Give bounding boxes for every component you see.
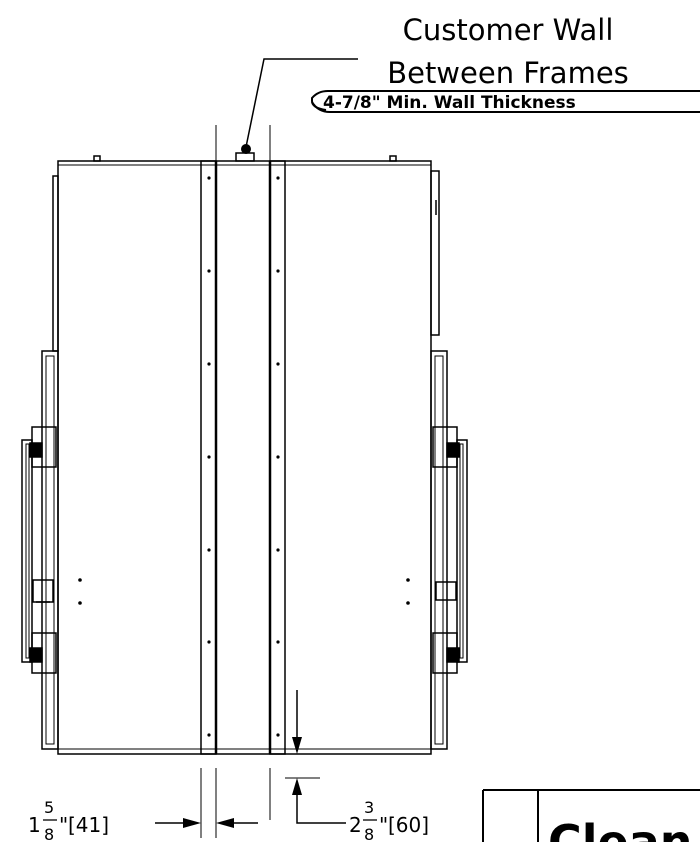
callout-wall-label: Customer Wall Between Frames 4-7/8" Min.…	[241, 13, 700, 154]
cabinet-assembly	[21, 152, 468, 755]
dim-left-denominator: 8	[44, 825, 54, 842]
dim-right-unit: "	[379, 813, 388, 837]
leader-dot	[241, 144, 251, 154]
wall-extension-lines	[215, 125, 271, 161]
right-side-panel	[430, 170, 440, 336]
cabinet-body	[57, 160, 432, 755]
left-door-hinge-rail	[41, 350, 59, 750]
wall-top-tab	[235, 152, 255, 162]
dim-left-unit: "	[59, 813, 68, 837]
dim-left-whole: 1	[28, 813, 41, 837]
left-handle-inner	[25, 443, 30, 659]
right-hinge-bottom-knuckle	[446, 647, 460, 663]
dim-right-whole: 2	[349, 813, 362, 837]
fastener-dots	[78, 176, 410, 737]
title-block: Clean	[482, 789, 700, 847]
left-hinge-bottom-knuckle	[29, 647, 43, 663]
callout-line-1: Customer Wall	[403, 13, 614, 47]
right-hinge-top-knuckle	[446, 442, 460, 458]
top-tab	[93, 155, 101, 162]
dimension-left: 1 5 8 " [41]	[28, 768, 258, 844]
callout-leader-line	[245, 58, 358, 148]
right-door-hinge-rail	[430, 350, 448, 750]
wall-thickness-badge: 4-7/8" Min. Wall Thickness	[323, 93, 576, 113]
right-hinge-inner	[434, 355, 444, 745]
right-handle-inner	[459, 443, 464, 659]
dim-right-denominator: 8	[364, 825, 374, 842]
left-handle-bar	[21, 439, 33, 663]
left-latch	[32, 579, 54, 603]
title-block-text: Clean	[548, 815, 693, 842]
left-hinge-inner	[45, 355, 55, 745]
top-tab	[389, 155, 397, 162]
left-side-strip	[52, 175, 59, 352]
dim-right-metric: [60]	[388, 813, 429, 837]
dim-right-numerator: 3	[364, 798, 374, 817]
right-handle-bar	[456, 439, 468, 663]
callout-line-2: Between Frames	[387, 56, 629, 90]
left-hinge-top-knuckle	[29, 442, 43, 458]
dim-left-numerator: 5	[44, 798, 54, 817]
right-latch	[435, 581, 457, 601]
badge-outline-bottom	[311, 101, 700, 113]
dim-left-metric: [41]	[68, 813, 109, 837]
dimension-right: 2 3 8 " [60]	[269, 690, 429, 844]
